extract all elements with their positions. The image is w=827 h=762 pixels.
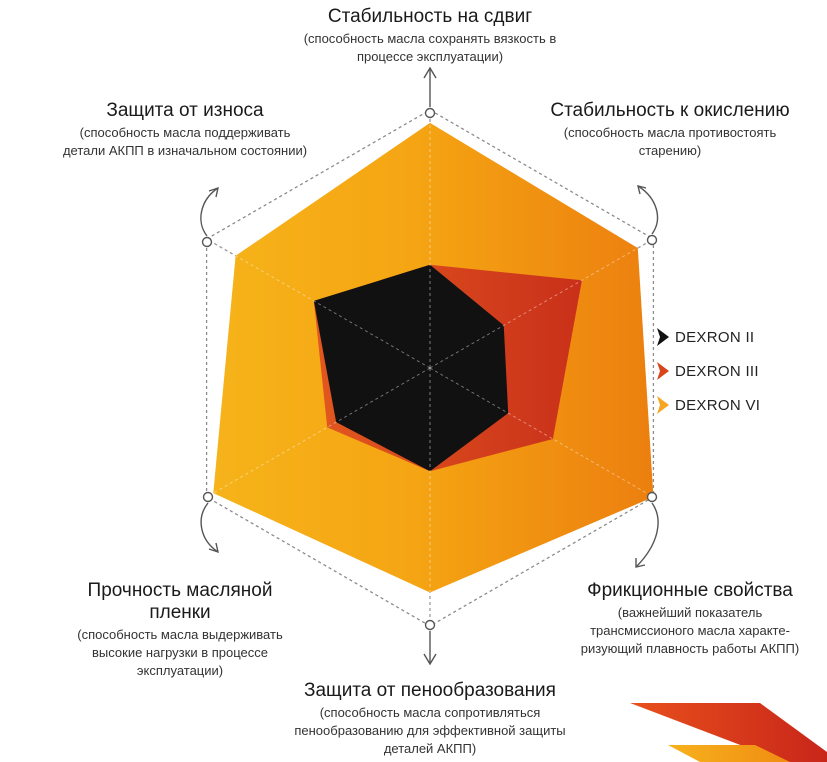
arrow-curve-top-right [637, 185, 659, 235]
chart-legend: DEXRON II DEXRON III DEXRON VI [655, 320, 760, 422]
axis-label-wear-protection: Защита от износа (способность масла подд… [60, 100, 310, 160]
overlay-spoke [206, 238, 431, 369]
arrow-bottom-head [423, 653, 437, 666]
legend-item-dexron-iii: DEXRON III [655, 354, 760, 388]
legend-label: DEXRON II [675, 328, 755, 346]
axis-label-oxidation-stability: Стабильность к окислению (способность ма… [540, 100, 800, 160]
arrow-curve-bottom-left-head [208, 542, 219, 554]
legend-label: DEXRON VI [675, 396, 761, 414]
corner-stripe-orange [668, 745, 790, 762]
arrow-curve-bottom-right [635, 502, 659, 568]
axis-label-shear-stability: Стабильность на сдвиг (способность масла… [295, 6, 565, 66]
corner-stripe-red [630, 703, 827, 762]
series-area-dexron-ii [313, 264, 509, 472]
legend-swatch-black [657, 328, 669, 346]
arrow-curve-top-right-head [637, 185, 647, 195]
arrow-curve-top-left-marker [201, 236, 213, 248]
axis-subtitle: (важнейший показатель трансмиссионого ма… [580, 605, 800, 656]
axis-subtitle: (способность масла сохранять вязкость в … [303, 31, 557, 64]
radar-series [213, 122, 654, 593]
axis-title: Стабильность на сдвиг [327, 6, 533, 27]
axis-title: Фрикционные свойства [587, 580, 793, 601]
overlay-spoke [429, 238, 654, 369]
legend-swatch-red [657, 362, 669, 380]
arrow-curve-bottom-right-head [635, 558, 646, 568]
axis-title: Защита от пенообразования [304, 680, 556, 701]
axis-subtitle: (способность масла противостоять старени… [563, 125, 777, 158]
axis-label-friction-properties: Фрикционные свойства (важнейший показате… [565, 580, 815, 658]
axis-title: Стабильность к окислению [550, 100, 790, 121]
axis-subtitle: (способность масла сопротивляться пенооб… [294, 705, 566, 756]
arrow-bottom-marker [424, 619, 436, 631]
arrow-curve-bottom-left-marker [202, 491, 214, 503]
axis-title: Защита от износа [106, 100, 264, 121]
overlay-spoke [429, 367, 654, 498]
corner-decoration [630, 703, 827, 762]
axis-subtitle: (способность масла выдерживать высокие н… [77, 627, 283, 678]
axis-title: Прочность масляной пленки [87, 580, 273, 623]
legend-item-dexron-ii: DEXRON II [655, 320, 760, 354]
arrow-curve-top-left-head [208, 186, 219, 198]
arrow-curve-top-left [200, 187, 219, 237]
overlay-spoke [206, 367, 431, 498]
arrow-curve-bottom-right-marker [646, 491, 658, 503]
axis-arrows [200, 66, 659, 666]
legend-label: DEXRON III [675, 362, 759, 380]
arrow-top-head [423, 66, 437, 79]
legend-swatch-orange [657, 396, 669, 414]
arrow-top-marker [424, 107, 436, 119]
legend-item-dexron-vi: DEXRON VI [655, 388, 760, 422]
axis-label-foam-protection: Защита от пенообразования (способность м… [290, 680, 570, 758]
axis-label-film-strength: Прочность масляной пленки (способность м… [60, 580, 300, 680]
arrow-curve-bottom-left [200, 502, 219, 553]
arrow-curve-top-right-marker [646, 234, 658, 246]
axis-subtitle: (способность масла поддерживать детали А… [62, 125, 308, 158]
